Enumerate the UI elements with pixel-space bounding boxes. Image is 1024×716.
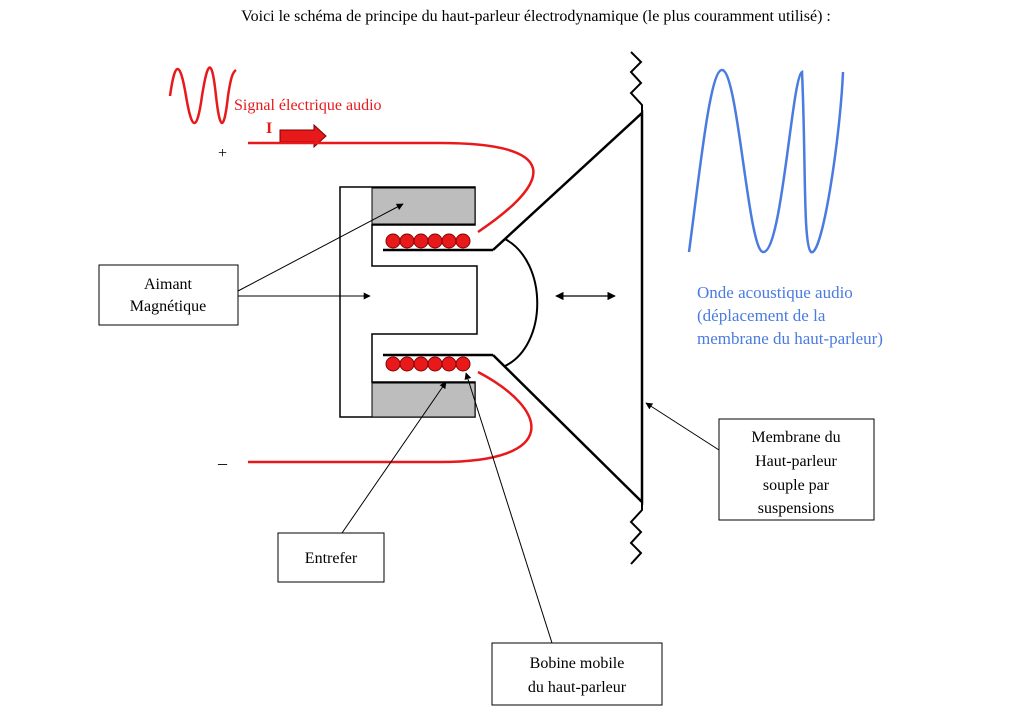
coil-label-line2: du haut-parleur [528, 679, 627, 696]
plus-terminal: + [218, 145, 227, 162]
frame-top-zigzag [629, 51, 643, 113]
membrane-label-line1: Membrane du [751, 429, 840, 446]
coil-label-box [491, 642, 663, 706]
membrane-arrow [645, 402, 720, 451]
minus-terminal: – [217, 453, 228, 473]
magnet-label-line1: Aimant [144, 276, 193, 293]
wire-negative [248, 370, 533, 464]
magnet-top [371, 187, 476, 225]
signal-label: Signal électrique audio [234, 97, 382, 114]
gap-label-box [277, 532, 385, 583]
current-label: I [266, 120, 272, 137]
magnet-bottom [371, 382, 476, 418]
cone [492, 110, 644, 505]
membrane-label-box [718, 418, 875, 521]
wave-label-line3: membrane du haut-parleur) [697, 329, 883, 348]
magnet-label-line2: Magnétique [130, 298, 206, 315]
electrical-signal-wave [168, 66, 237, 124]
wave-label-line1: Onde acoustique audio [697, 283, 853, 302]
membrane-label-line4: suspensions [758, 500, 834, 517]
coil-top [385, 233, 471, 249]
dust-cap [504, 238, 539, 367]
wire-positive [248, 141, 535, 234]
gap-label: Entrefer [305, 550, 358, 567]
membrane-label-line2: Haut-parleur [755, 453, 837, 470]
coil-label-line1: Bobine mobile [530, 655, 625, 672]
coil-arrow [464, 372, 553, 644]
magnet-label-box [98, 264, 239, 326]
magnet-arrow [237, 203, 404, 292]
intro-text: Voici le schéma de principe du haut-parl… [241, 8, 831, 25]
gap-arrow [341, 381, 447, 534]
coil-bottom [385, 356, 471, 372]
wave-label-line2: (déplacement de la [697, 306, 826, 325]
acoustic-wave [687, 68, 845, 254]
frame-bottom-zigzag [629, 502, 643, 565]
membrane-label-line3: souple par [763, 477, 830, 494]
